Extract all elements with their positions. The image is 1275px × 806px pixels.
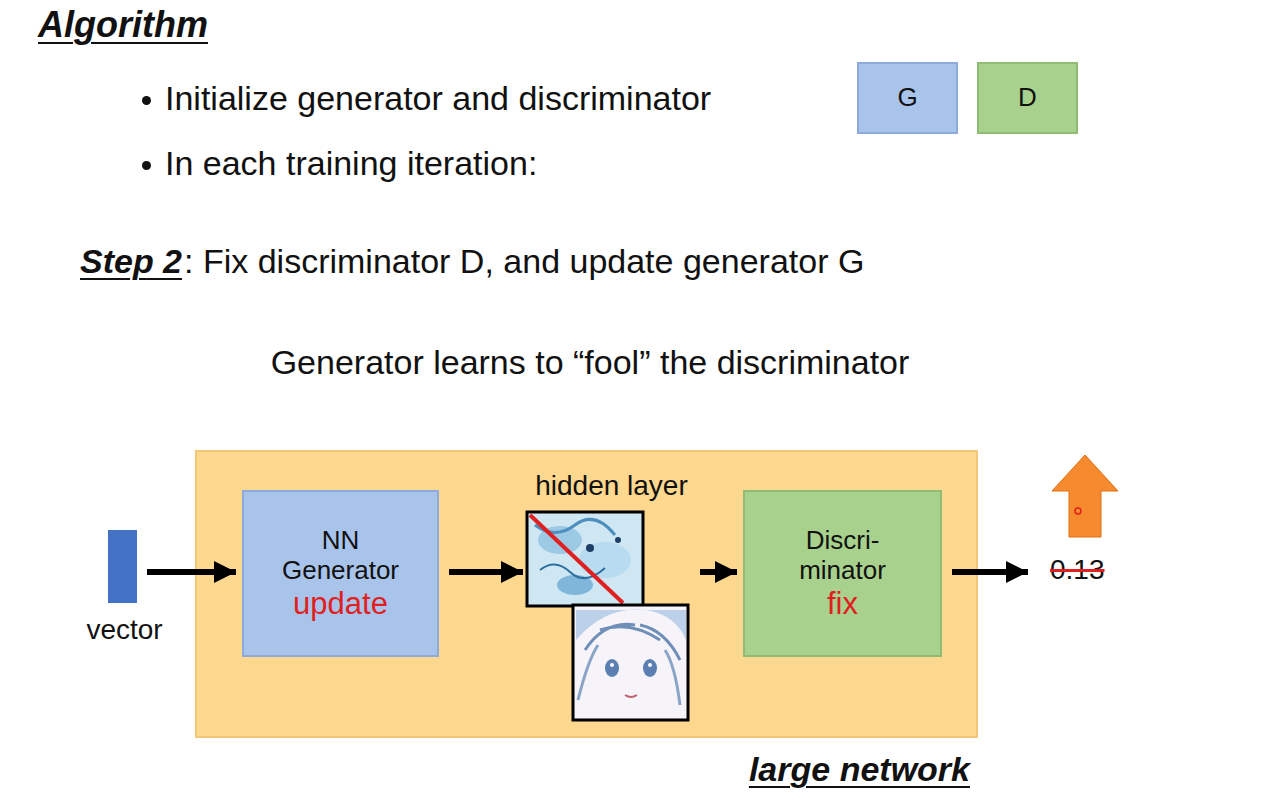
node-label: NN Generator xyxy=(273,526,408,586)
generated-image-good xyxy=(573,605,688,720)
node-status: fix xyxy=(827,586,858,622)
increase-arrow xyxy=(1052,455,1118,537)
bullet-dot xyxy=(142,161,151,170)
score-value: 0.13 xyxy=(1050,554,1105,586)
node-label: hidden layer xyxy=(486,470,737,502)
flow-arrow xyxy=(700,569,737,575)
node-label: large network xyxy=(749,750,970,789)
output-arrow xyxy=(952,569,1028,575)
bullet-text: In each training iteration: xyxy=(165,144,537,183)
subtitle: Generator learns to “fool” the discrimin… xyxy=(0,343,1180,382)
flow-arrow xyxy=(449,569,523,575)
generator-network: NN Generatorupdate xyxy=(242,490,439,657)
flow-arrow xyxy=(147,569,236,575)
network-panel: large networkNN Generatorupdatehidden la… xyxy=(195,450,978,738)
node-label: Discri- minator xyxy=(780,526,905,586)
node-label: D xyxy=(1018,83,1037,113)
discriminator-network: Discri- minatorfix xyxy=(743,490,942,657)
step-description: : Fix discriminator D, and update genera… xyxy=(184,242,864,281)
cursor-dot xyxy=(1075,508,1081,514)
bullet-text: Initialize generator and discriminator xyxy=(165,79,711,118)
node-label: vector xyxy=(65,614,184,646)
input-vector: vector xyxy=(108,530,137,603)
node-label: G xyxy=(897,83,917,113)
step-heading: Step 2 xyxy=(80,242,182,281)
node-status: update xyxy=(293,586,388,622)
discriminator-box: D xyxy=(977,62,1078,134)
generated-image-bad xyxy=(527,512,643,606)
hidden-layer-images: hidden layer xyxy=(529,514,690,722)
bullet-dot xyxy=(142,96,151,105)
title: Algorithm xyxy=(38,4,208,46)
generator-box: G xyxy=(857,62,958,134)
